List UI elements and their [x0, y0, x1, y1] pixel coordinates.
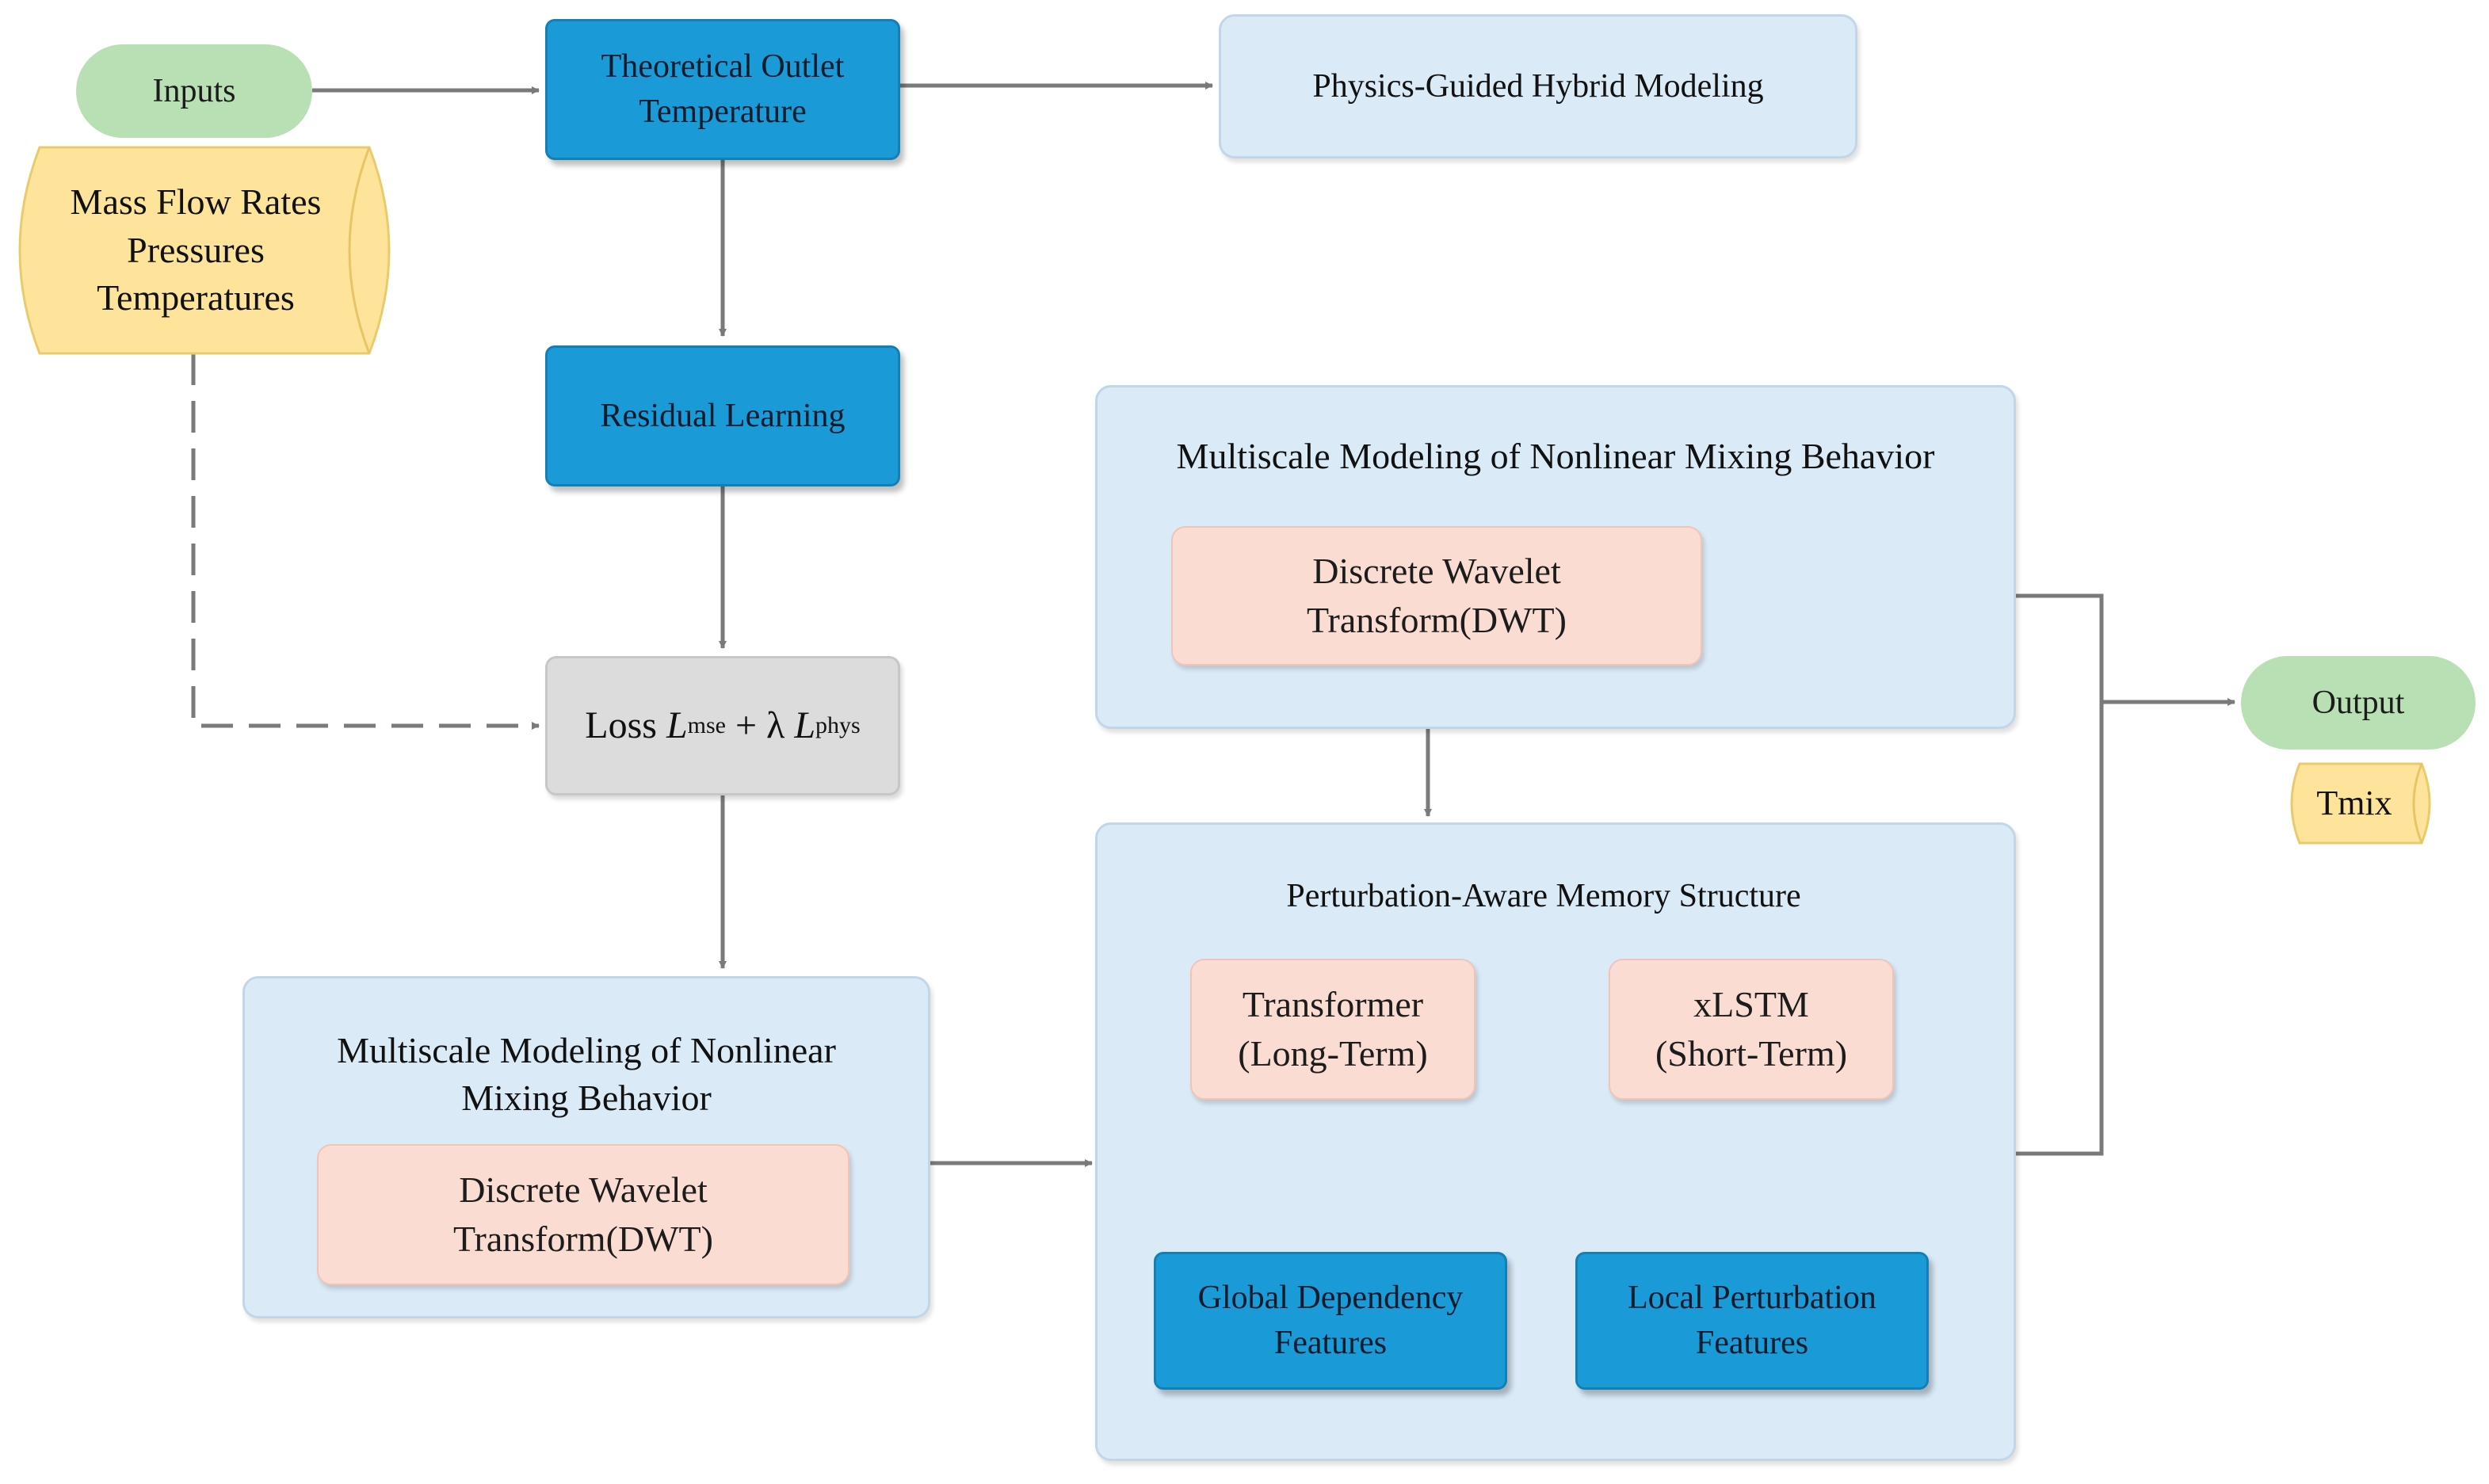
physics-guided-label: Physics-Guided Hybrid Modeling	[1312, 67, 1764, 105]
connector-memory-to-output	[2016, 702, 2104, 1156]
multiscale-bottom-title-line-1: Multiscale Modeling of Nonlinear	[337, 1030, 836, 1070]
memory-structure-title: Perturbation-Aware Memory Structure	[1286, 878, 1801, 914]
loss-plus: +	[735, 704, 758, 746]
multiscale-bottom-title: Multiscale Modeling of Nonlinear Mixing …	[242, 1027, 930, 1122]
global-line-1: Global Dependency	[1197, 1280, 1464, 1317]
output-data-store	[2290, 762, 2431, 845]
theoretical-line-1: Theoretical Outlet	[601, 48, 845, 86]
loss-lambda: λ	[766, 704, 785, 746]
inputs-list: Mass Flow Rates Pressures Temperatures	[32, 163, 360, 338]
loss-prefix: Loss	[585, 704, 657, 746]
loss-phys-symbol: L	[794, 704, 816, 746]
physics-guided-hybrid-modeling-box: Physics-Guided Hybrid Modeling	[1219, 14, 1857, 158]
input-temperatures: Temperatures	[97, 277, 295, 319]
local-line-2: Features	[1695, 1325, 1809, 1361]
local-line-1: Local Perturbation	[1628, 1280, 1876, 1317]
dwt-box-top: Discrete Wavelet Transform(DWT)	[1171, 526, 1702, 666]
output-value: Tmix	[2316, 784, 2392, 823]
loss-mse-subscript: mse	[687, 711, 726, 738]
multiscale-bottom-title-line-2: Mixing Behavior	[461, 1077, 712, 1118]
xlstm-line-2: (Short-Term)	[1655, 1033, 1848, 1074]
dwt-bottom-line-1: Discrete Wavelet	[459, 1169, 708, 1210]
inputs-pill: Inputs	[76, 44, 312, 138]
transformer-line-1: Transformer	[1242, 983, 1424, 1024]
input-mass-flow-rates: Mass Flow Rates	[70, 181, 322, 222]
theoretical-outlet-temperature-box: Theoretical Outlet Temperature	[545, 19, 900, 160]
dashed-arrow-inputs-to-loss	[191, 353, 540, 730]
dwt-bottom-line-2: Transform(DWT)	[453, 1219, 713, 1259]
theoretical-line-2: Temperature	[639, 93, 807, 130]
loss-phys-subscript: phys	[815, 711, 861, 738]
transformer-line-2: (Long-Term)	[1238, 1033, 1428, 1074]
xlstm-box: xLSTM (Short-Term)	[1609, 959, 1894, 1100]
loss-mse-symbol: L	[666, 704, 688, 746]
transformer-box: Transformer (Long-Term)	[1190, 959, 1475, 1100]
input-pressures: Pressures	[127, 229, 265, 270]
dwt-top-line-2: Transform(DWT)	[1307, 600, 1567, 640]
multiscale-top-title: Multiscale Modeling of Nonlinear Mixing …	[1176, 436, 1935, 476]
residual-learning-label: Residual Learning	[600, 397, 846, 434]
residual-learning-box: Residual Learning	[545, 345, 900, 486]
inputs-label: Inputs	[152, 72, 236, 109]
inputs-data-store	[18, 146, 391, 355]
output-label: Output	[2311, 684, 2405, 721]
dwt-top-line-1: Discrete Wavelet	[1312, 550, 1561, 591]
global-line-2: Features	[1273, 1325, 1388, 1361]
xlstm-line-1: xLSTM	[1693, 983, 1809, 1024]
output-pill: Output	[2241, 656, 2476, 750]
global-dependency-features-box: Global Dependency Features	[1154, 1252, 1507, 1390]
dwt-box-bottom: Discrete Wavelet Transform(DWT)	[317, 1144, 849, 1285]
local-perturbation-features-box: Local Perturbation Features	[1575, 1252, 1929, 1390]
